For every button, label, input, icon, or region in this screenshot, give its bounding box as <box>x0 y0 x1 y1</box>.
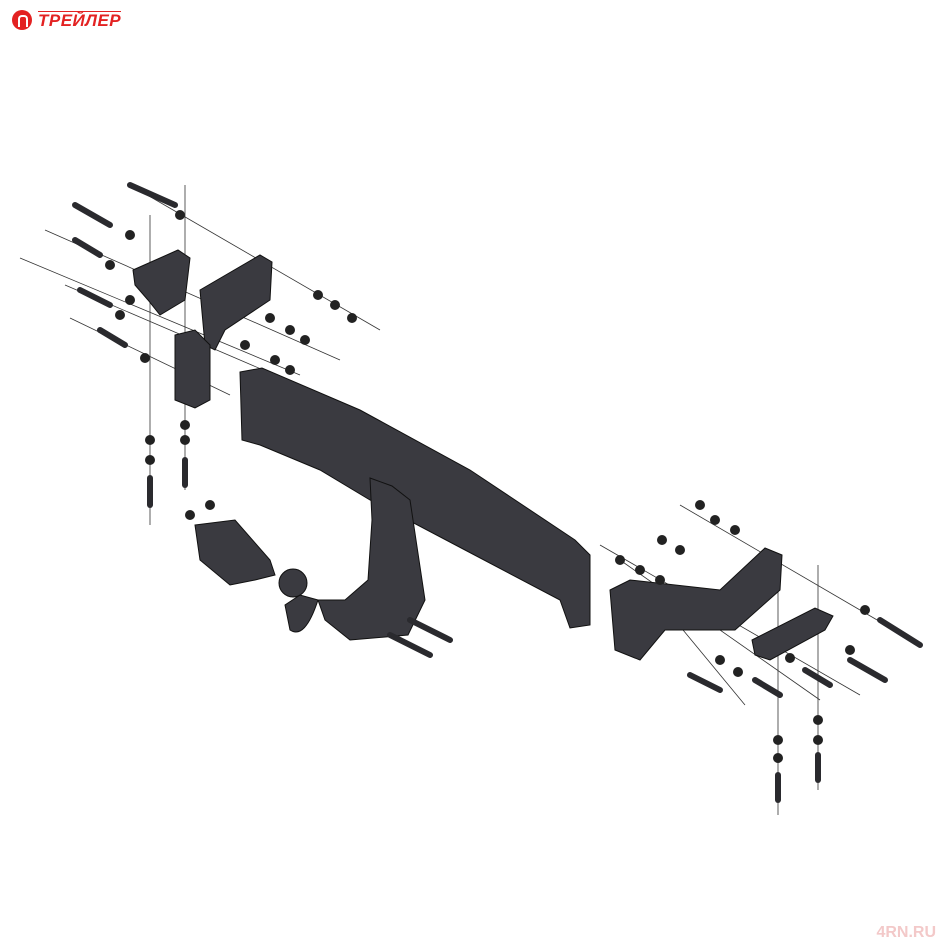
logo-text: ТРЕЙЛЕР <box>38 10 122 30</box>
nut-icon <box>300 335 310 345</box>
fasteners <box>72 182 923 803</box>
nut-icon <box>733 667 743 677</box>
nut-icon <box>125 295 135 305</box>
nut-icon <box>285 365 295 375</box>
nut-icon <box>270 355 280 365</box>
nut-icon <box>695 500 705 510</box>
nut-icon <box>657 535 667 545</box>
bolt-icon <box>752 677 783 698</box>
hitch-parts <box>132 249 834 661</box>
logo-icon <box>12 10 32 30</box>
bolt-icon <box>847 657 888 683</box>
tow-ball <box>278 568 308 598</box>
nut-icon <box>860 605 870 615</box>
bolt-icon <box>77 287 113 308</box>
bolt-icon <box>97 327 128 348</box>
bolt-icon <box>407 617 453 643</box>
nut-icon <box>715 655 725 665</box>
bolt-icon <box>387 632 433 658</box>
nut-icon <box>185 510 195 520</box>
watermark: 4RN.RU <box>876 924 936 941</box>
nut-icon <box>773 735 783 745</box>
nut-icon <box>773 753 783 763</box>
nut-icon <box>655 575 665 585</box>
left-side-bracket <box>199 254 273 351</box>
nut-icon <box>180 420 190 430</box>
nut-icon <box>813 735 823 745</box>
right-side-bracket <box>609 547 783 661</box>
nut-icon <box>140 353 150 363</box>
nut-icon <box>115 310 125 320</box>
nut-icon <box>730 525 740 535</box>
bolt-icon <box>687 672 723 693</box>
nut-icon <box>675 545 685 555</box>
nut-icon <box>615 555 625 565</box>
nut-icon <box>710 515 720 525</box>
nut-icon <box>240 340 250 350</box>
bolt-icon <box>72 202 113 228</box>
nut-icon <box>265 313 275 323</box>
bolt-icon <box>877 617 923 648</box>
nut-icon <box>125 230 135 240</box>
nut-icon <box>145 435 155 445</box>
bolt-icon <box>802 667 833 688</box>
nut-icon <box>105 260 115 270</box>
right-small-bracket <box>751 607 834 661</box>
tow-hook-arm <box>284 594 319 633</box>
nut-icon <box>180 435 190 445</box>
crossbar-beam <box>239 367 591 629</box>
nut-icon <box>313 290 323 300</box>
brand-logo: ТРЕЙЛЕР <box>12 10 122 30</box>
socket-plate <box>194 519 276 586</box>
nut-icon <box>205 500 215 510</box>
nut-icon <box>785 653 795 663</box>
nut-icon <box>285 325 295 335</box>
nut-icon <box>635 565 645 575</box>
nut-icon <box>845 645 855 655</box>
nut-icon <box>330 300 340 310</box>
left-small-bracket <box>132 249 191 316</box>
nut-icon <box>813 715 823 725</box>
nut-icon <box>145 455 155 465</box>
nut-icon <box>347 313 357 323</box>
bolt-icon <box>127 182 178 208</box>
left-mount-plate <box>174 329 211 409</box>
bolt-icon <box>72 237 103 258</box>
nut-icon <box>175 210 185 220</box>
tow-neck-bracket <box>317 477 426 641</box>
